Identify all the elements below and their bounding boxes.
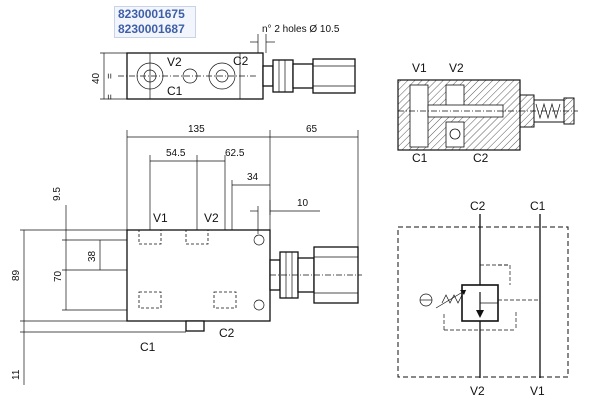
front-label-v1: V1 bbox=[153, 211, 168, 225]
top-label-c1: C1 bbox=[167, 84, 183, 98]
section-label-v2: V2 bbox=[449, 61, 464, 75]
dim-62-5: 62.5 bbox=[225, 148, 245, 159]
dim-135: 135 bbox=[188, 124, 205, 135]
schematic-envelope bbox=[397, 226, 569, 378]
section-label-c2: C2 bbox=[473, 151, 489, 165]
part-code-1: 8230001675 bbox=[118, 7, 185, 21]
part-code-box: 8230001675 8230001687 bbox=[114, 6, 196, 38]
section-label-c1: C1 bbox=[412, 151, 428, 165]
section-view: V1 V2 C1 C2 bbox=[397, 61, 578, 165]
top-label-c2: C2 bbox=[233, 54, 249, 68]
front-label-v2: V2 bbox=[204, 211, 219, 225]
dim-38: 38 bbox=[87, 250, 98, 262]
top-view: n° 2 holes Ø 10.5 40 = = V2 C2 C1 bbox=[91, 24, 356, 100]
dim-10: 10 bbox=[297, 198, 309, 209]
front-view: 135 65 54.5 62.5 34 10 9.5 38 70 89 bbox=[11, 124, 362, 385]
dim-9-5: 9.5 bbox=[52, 187, 63, 201]
dim-40: 40 bbox=[91, 72, 102, 84]
sym-equal-a: = bbox=[105, 73, 116, 79]
dim-65: 65 bbox=[306, 124, 318, 135]
part-code-2: 8230001687 bbox=[118, 22, 185, 36]
dim-89: 89 bbox=[11, 269, 22, 281]
dim-54-5: 54.5 bbox=[166, 148, 186, 159]
dim-11: 11 bbox=[11, 369, 22, 380]
top-label-v2: V2 bbox=[167, 55, 182, 69]
schematic-label-c1: C1 bbox=[530, 199, 546, 213]
holes-note: n° 2 holes Ø 10.5 bbox=[262, 24, 340, 35]
schematic-label-v1: V1 bbox=[530, 384, 545, 398]
schematic-label-c2: C2 bbox=[470, 199, 486, 213]
dim-70: 70 bbox=[53, 270, 64, 282]
section-label-v1: V1 bbox=[412, 61, 427, 75]
front-label-c2: C2 bbox=[219, 326, 235, 340]
hydraulic-schematic: C2 C1 V2 V1 bbox=[397, 199, 569, 398]
dim-34: 34 bbox=[247, 172, 259, 183]
sym-equal-b: = bbox=[105, 94, 116, 100]
schematic-label-v2: V2 bbox=[470, 384, 485, 398]
front-label-c1: C1 bbox=[140, 340, 156, 354]
